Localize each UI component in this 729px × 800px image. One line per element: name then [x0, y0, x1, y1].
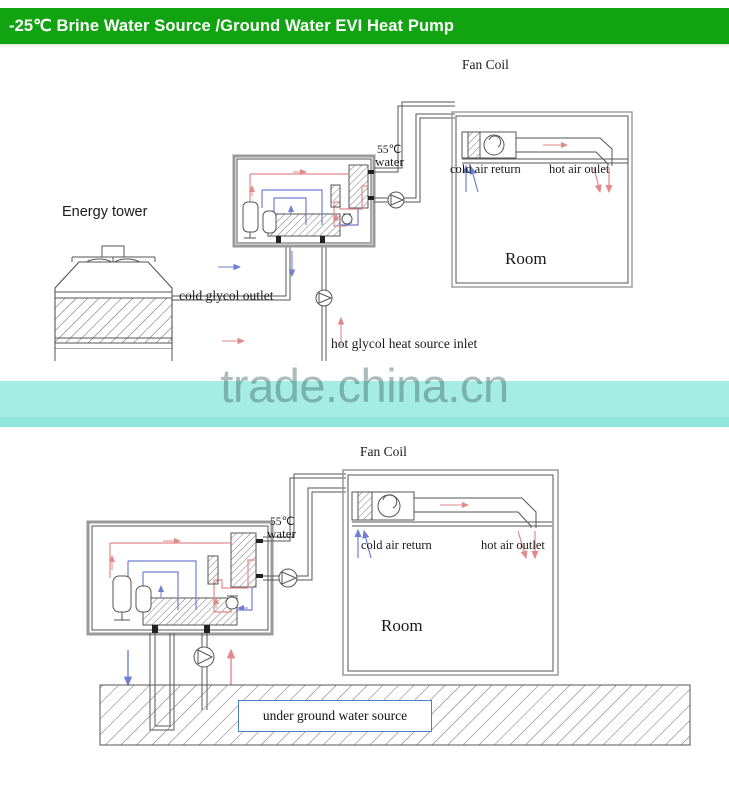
label-cold-air-return-bottom: cold air return: [361, 538, 432, 552]
watermark-band-accent: [0, 417, 729, 427]
water-piping-bottom: [263, 473, 346, 588]
room-graphic-bottom: [342, 469, 559, 676]
label-room-top: Room: [505, 249, 547, 268]
water-piping: [374, 101, 455, 209]
page-title: -25℃ Brine Water Source /Ground Water EV…: [9, 17, 455, 35]
diagram-bottom-svg: [86, 469, 691, 746]
under-ground-water-source-box: under ground water source: [238, 700, 432, 732]
diagram-brine-water-source: Energy tower Fan Coil 55℃ water cold air…: [0, 46, 729, 361]
label-room-bottom: Room: [381, 616, 423, 635]
diagram-top-svg: [54, 101, 633, 361]
label-water-temp-value-bottom: 55℃: [270, 516, 295, 528]
label-cold-glycol-outlet: cold glycol outlet: [179, 288, 274, 303]
label-hot-air-outlet-bottom: hot air outlet: [481, 538, 545, 552]
label-energy-tower: Energy tower: [62, 204, 148, 220]
heat-pump-unit-graphic-bottom: [86, 520, 274, 636]
label-water-temp-unit-bottom: water: [267, 526, 296, 541]
label-fan-coil-bottom: Fan Coil: [360, 444, 407, 459]
label-hot-glycol-inlet: hot glycol heat source inlet: [331, 336, 478, 351]
energy-tower-graphic: [54, 245, 173, 361]
label-cold-air-return-top: cold air return: [450, 162, 521, 176]
header-banner: -25℃ Brine Water Source /Ground Water EV…: [0, 8, 729, 44]
label-under-ground-water-source: under ground water source: [262, 708, 408, 723]
diagram-ground-water-source: Fan Coil 55℃ water cold air return hot a…: [0, 430, 729, 760]
heat-pump-unit-graphic: [232, 154, 376, 248]
label-hot-air-outlet-top: hot air oulet: [549, 162, 610, 176]
label-water-temp-unit-top: water: [375, 154, 404, 169]
label-water-temp-value-top: 55℃: [377, 144, 402, 156]
watermark-band: [0, 381, 729, 417]
glycol-piping: [172, 246, 345, 361]
room-graphic: [451, 111, 633, 288]
label-fan-coil-top: Fan Coil: [462, 57, 509, 72]
header-underline-divider: [0, 44, 729, 46]
